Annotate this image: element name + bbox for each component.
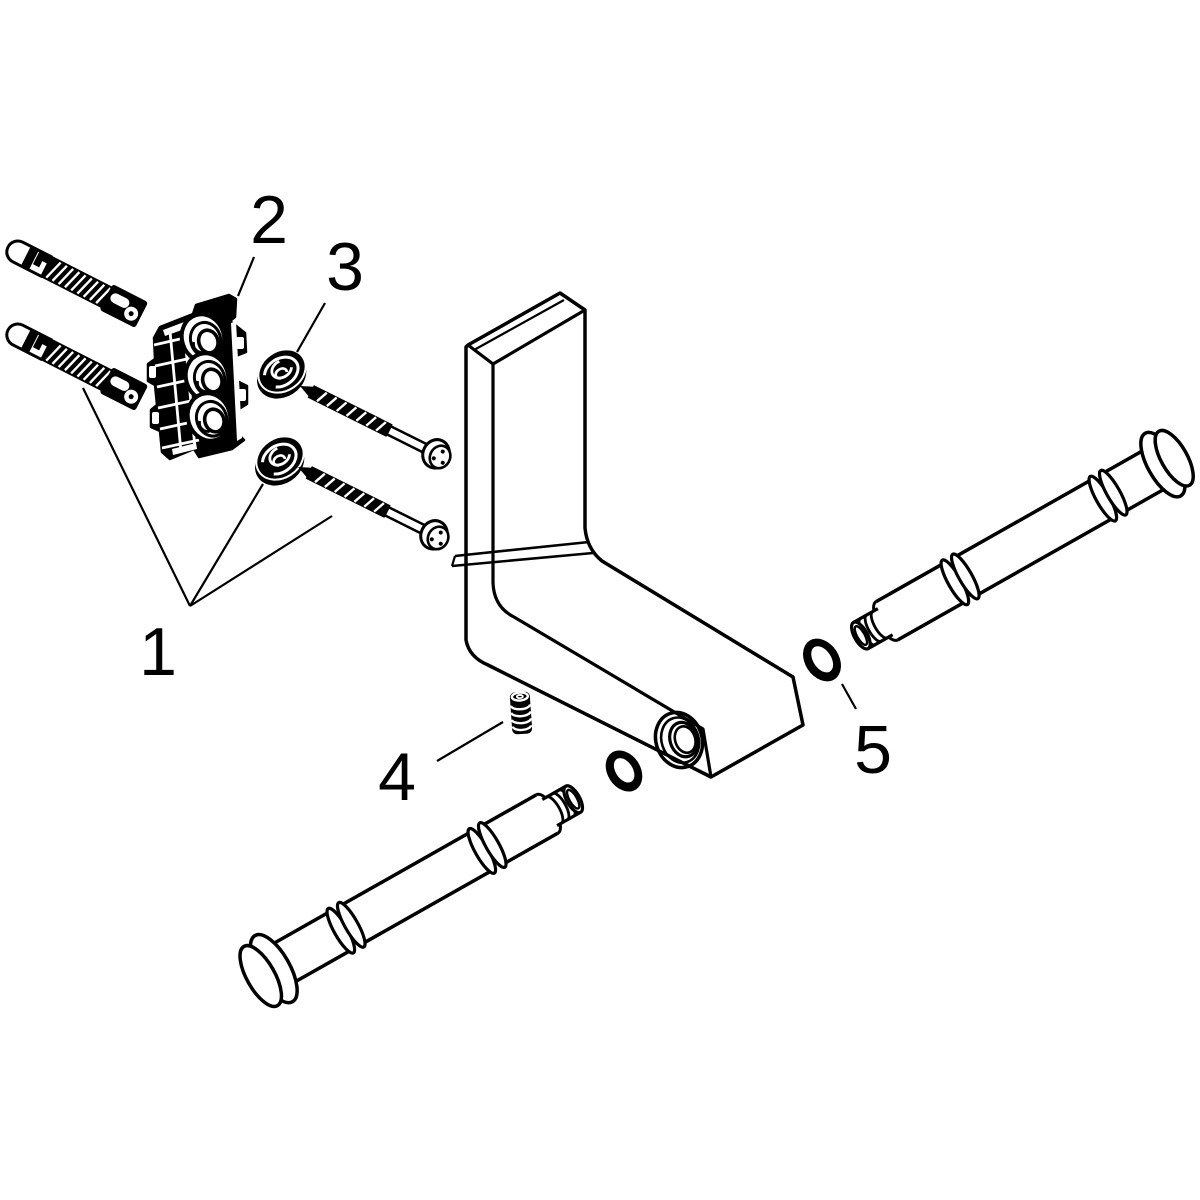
fixing-screw-upper xyxy=(300,385,452,470)
o-ring-right xyxy=(803,638,841,682)
fixing-screw-lower xyxy=(298,466,450,551)
washer-upper xyxy=(257,348,307,399)
leader-4 xyxy=(436,721,504,762)
mounting-plate xyxy=(146,293,249,461)
leader-1b xyxy=(189,483,264,607)
bar-collar xyxy=(325,900,367,955)
leader-3 xyxy=(296,302,326,353)
wall-anchor-1 xyxy=(5,239,148,327)
part-label-5: 5 xyxy=(854,712,892,788)
plate-bore xyxy=(185,391,233,443)
bar-collar xyxy=(939,552,981,607)
leader-1c xyxy=(189,515,333,607)
bracket-bar-hole xyxy=(653,710,705,770)
l-shaped-bracket xyxy=(450,291,805,779)
wall-anchor-2 xyxy=(5,322,148,410)
bar-collar xyxy=(1087,468,1129,523)
washer-lower xyxy=(255,435,305,486)
roll-bar-right xyxy=(849,428,1195,651)
roll-bar-bottom xyxy=(238,784,585,1009)
o-ring-lower xyxy=(605,750,643,792)
bar-collar xyxy=(466,821,508,875)
part-label-4: 4 xyxy=(378,739,416,815)
leader-1a xyxy=(82,387,191,607)
leader-2 xyxy=(236,256,256,297)
plate-bore xyxy=(183,351,231,403)
set-screw xyxy=(509,691,533,735)
leader-5 xyxy=(841,683,857,710)
part-label-2: 2 xyxy=(250,182,288,258)
part-label-3: 3 xyxy=(326,229,364,305)
part-label-1: 1 xyxy=(139,614,177,690)
